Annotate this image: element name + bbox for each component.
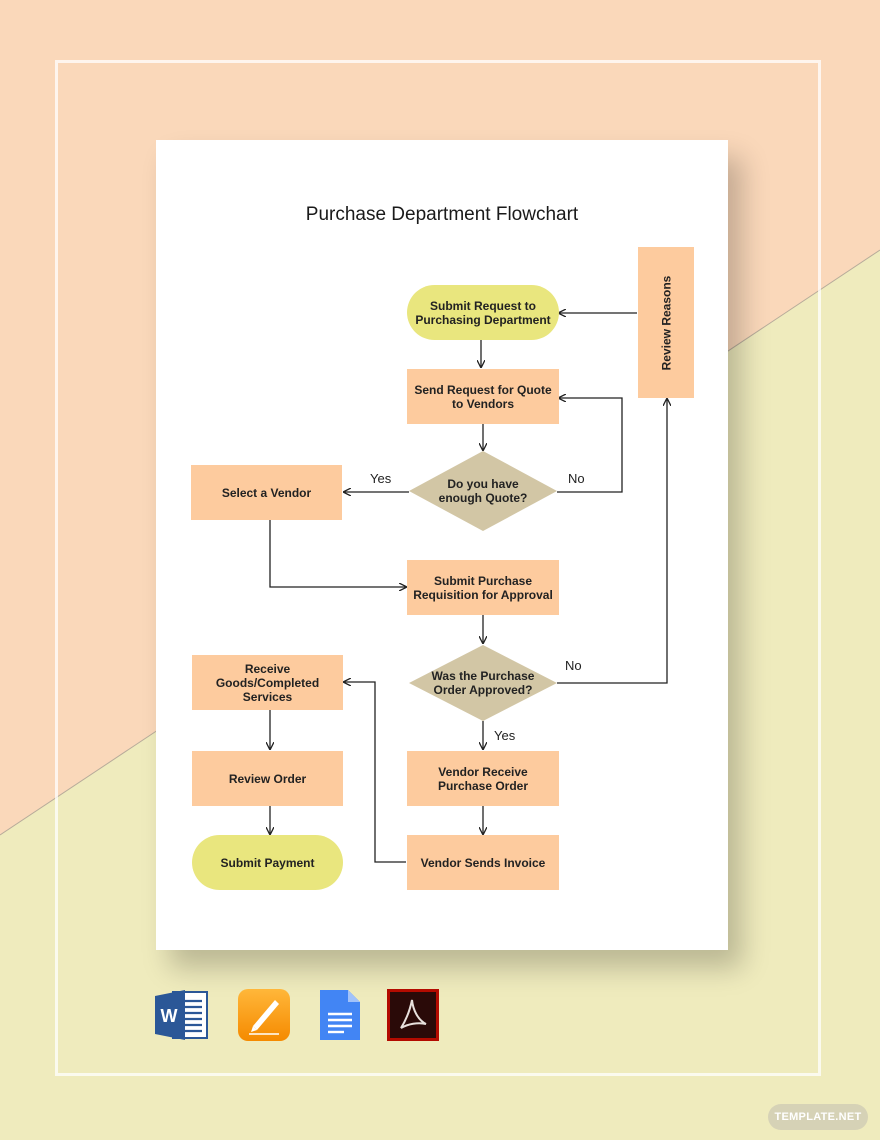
node-vendor-invoice: Vendor Sends Invoice: [407, 835, 559, 890]
svg-text:W: W: [161, 1006, 178, 1026]
node-send-quote: Send Request for Quote to Vendors: [407, 369, 559, 424]
pages-icon[interactable]: [237, 988, 291, 1042]
node-select-vendor: Select a Vendor: [191, 465, 342, 520]
node-enough-quote: Do you have enough Quote?: [438, 477, 528, 505]
node-po-approved: Was the Purchase Order Approved?: [431, 669, 535, 697]
node-submit-request: Submit Request to Purchasing Department: [407, 285, 559, 340]
node-review-order: Review Order: [192, 751, 343, 806]
node-receive-goods: Receive Goods/Completed Services: [192, 655, 343, 710]
decorative-frame: [55, 60, 821, 1076]
google-docs-icon[interactable]: [312, 988, 366, 1042]
pdf-icon[interactable]: [386, 988, 440, 1042]
edge-label-no-approval: No: [565, 658, 582, 673]
review-reasons-label: Review Reasons: [659, 275, 673, 370]
page-title: Purchase Department Flowchart: [305, 204, 579, 225]
node-submit-payment: Submit Payment: [192, 835, 343, 890]
edge-label-yes-approval: Yes: [494, 728, 516, 743]
word-icon[interactable]: W: [155, 988, 209, 1042]
node-review-reasons: Review Reasons: [638, 247, 694, 398]
edge-label-no-quote: No: [568, 471, 585, 486]
watermark-badge: TEMPLATE.NET: [768, 1104, 868, 1130]
node-submit-requisition: Submit Purchase Requisition for Approval: [407, 560, 559, 615]
edge-label-yes-quote: Yes: [370, 471, 392, 486]
node-vendor-receive: Vendor Receive Purchase Order: [407, 751, 559, 806]
